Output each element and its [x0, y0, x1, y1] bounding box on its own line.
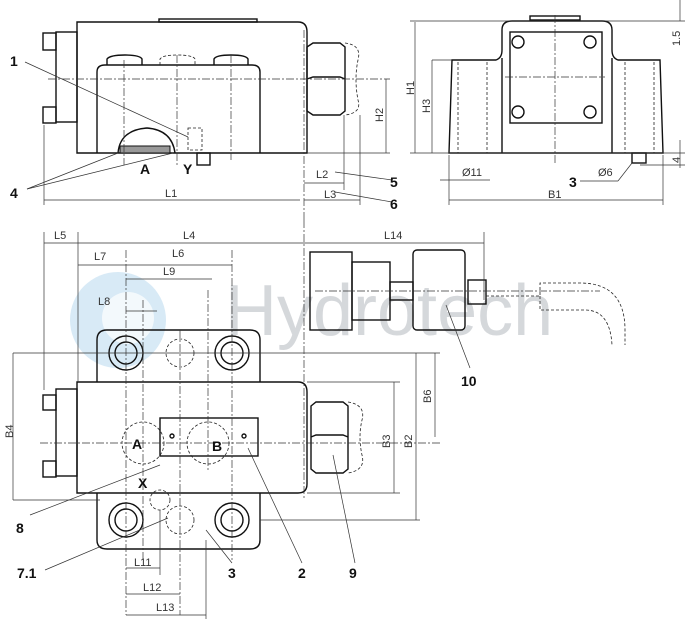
dim-1-5: 1.5	[671, 31, 683, 46]
dim-B2: B2	[403, 435, 415, 448]
callout-8: 8	[16, 520, 24, 536]
callout-5: 5	[390, 174, 398, 190]
dim-L9: L9	[163, 266, 175, 278]
port-x-label: X	[138, 475, 148, 491]
dim-L8: L8	[98, 296, 110, 308]
callout-9: 9	[349, 565, 357, 581]
dim-L14: L14	[384, 230, 402, 242]
callout-6: 6	[390, 196, 398, 212]
dim-B1: B1	[548, 189, 561, 201]
dim-L2: L2	[316, 169, 328, 181]
callout-3-end: 3	[569, 174, 577, 190]
dim-B3: B3	[381, 435, 393, 448]
dim-L13: L13	[156, 602, 174, 614]
port-b-label: B	[212, 438, 222, 454]
dim-L6: L6	[172, 248, 184, 260]
callout-3-top: 3	[228, 565, 236, 581]
callout-10: 10	[461, 373, 477, 389]
port-y-label: Y	[183, 161, 193, 177]
dim-d6: Ø6	[598, 167, 613, 179]
dim-d11: Ø11	[462, 167, 482, 179]
callout-4: 4	[10, 185, 18, 201]
port-a-label-top: A	[132, 436, 142, 452]
side-view	[24, 18, 416, 220]
dim-H3: H3	[421, 99, 433, 113]
dim-L1: L1	[165, 188, 177, 200]
dim-H2: H2	[374, 108, 386, 122]
port-a-label: A	[140, 161, 150, 177]
watermark-logo	[70, 272, 166, 368]
callout-1: 1	[10, 53, 18, 69]
callout-2: 2	[298, 565, 306, 581]
dim-L5: L5	[54, 230, 66, 242]
dim-L11: L11	[134, 557, 152, 569]
dim-L12: L12	[143, 582, 161, 594]
dim-L7: L7	[94, 251, 106, 263]
dim-H1: H1	[405, 81, 417, 95]
dim-L4: L4	[183, 230, 195, 242]
watermark-text: Hydrotech	[225, 271, 553, 351]
dim-B6: B6	[422, 390, 434, 403]
dim-L3: L3	[324, 189, 336, 201]
dim-B4: B4	[4, 425, 16, 438]
top-view	[12, 220, 626, 619]
end-view	[410, 0, 685, 205]
callout-7-1: 7.1	[17, 565, 37, 581]
dim-4: 4	[671, 157, 683, 163]
